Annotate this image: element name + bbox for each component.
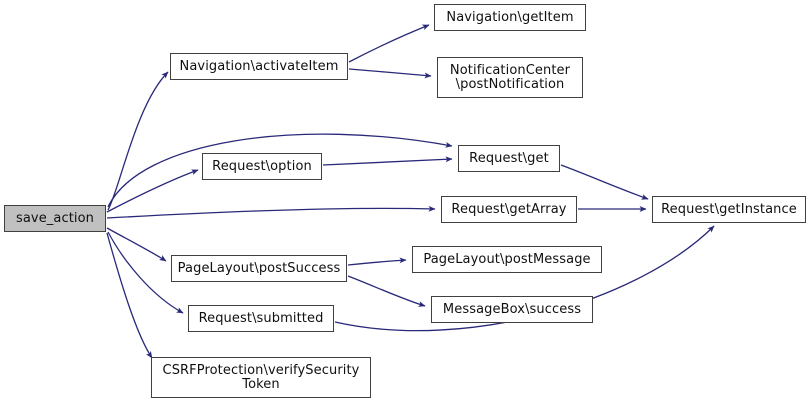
graph-node-req_getarray[interactable]: Request\getArray — [441, 196, 577, 223]
graph-node-pl_postmessage[interactable]: PageLayout\postMessage — [412, 246, 602, 273]
graph-node-label: Request\getArray — [451, 201, 567, 217]
graph-node-nav_getitem[interactable]: Navigation\getItem — [434, 4, 586, 31]
graph-node-label: Request\getInstance — [661, 201, 797, 217]
graph-node-mb_success[interactable]: MessageBox\success — [431, 296, 593, 323]
edge-save_action-to-req_getarray — [106, 205, 436, 219]
graph-node-req_submitted[interactable]: Request\submitted — [188, 305, 334, 332]
graph-node-nav_activate[interactable]: Navigation\activateItem — [170, 53, 348, 80]
edge-save_action-to-csrf_verify — [106, 232, 153, 359]
graph-node-label: Request\option — [212, 158, 312, 174]
graph-node-pl_postsuccess[interactable]: PageLayout\postSuccess — [171, 255, 347, 282]
graph-node-label: Request\submitted — [198, 310, 324, 326]
graph-node-label: Navigation\activateItem — [179, 58, 339, 74]
graph-node-notif_post[interactable]: NotificationCenter \postNotification — [437, 57, 583, 98]
edge-save_action-to-nav_activate — [107, 71, 169, 211]
graph-node-req_getinstance[interactable]: Request\getInstance — [652, 196, 806, 223]
graph-node-label: PageLayout\postMessage — [423, 251, 591, 267]
edge-save_action-to-pl_postsuccess — [106, 227, 167, 262]
graph-node-save_action: save_action — [4, 205, 106, 232]
edge-save_action-to-req_option — [106, 169, 199, 213]
edge-nav_activate-to-nav_getitem — [348, 24, 430, 63]
edge-req_option-to-req_get — [322, 156, 453, 166]
edge-pl_postsuccess-to-pl_postmessage — [347, 257, 407, 266]
graph-node-label: Request\get — [469, 150, 549, 166]
graph-node-label: CSRFProtection\verifySecurity Token — [162, 362, 360, 392]
graph-node-label: save_action — [15, 210, 95, 226]
graph-node-req_option[interactable]: Request\option — [202, 153, 322, 180]
graph-node-csrf_verify[interactable]: CSRFProtection\verifySecurity Token — [151, 357, 371, 398]
edge-req_get-to-req_getinstance — [560, 164, 649, 200]
edge-pl_postsuccess-to-mb_success — [347, 275, 426, 307]
graph-node-req_get[interactable]: Request\get — [458, 145, 560, 172]
graph-node-label: PageLayout\postSuccess — [177, 260, 341, 276]
graph-node-label: MessageBox\success — [442, 301, 582, 317]
graph-node-label: NotificationCenter \postNotification — [449, 62, 571, 92]
edge-nav_activate-to-notif_post — [348, 68, 432, 79]
graph-node-label: Navigation\getItem — [446, 9, 574, 25]
